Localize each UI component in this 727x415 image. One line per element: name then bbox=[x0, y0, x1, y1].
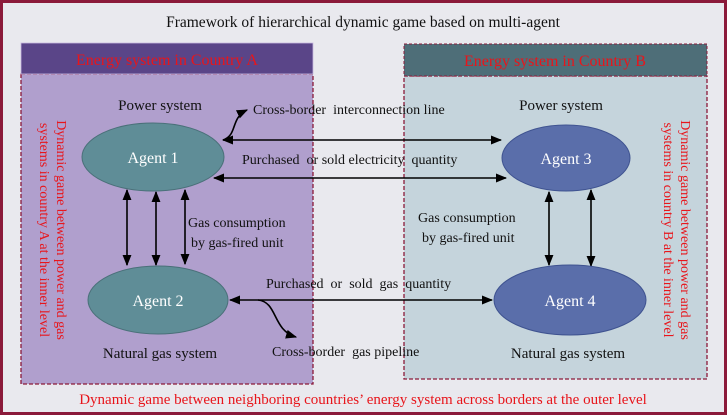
pipeline-label: Cross-border gas pipeline bbox=[272, 345, 419, 360]
country-a-header bbox=[20, 42, 314, 75]
country-b-header-text: Energy system in Country B bbox=[464, 53, 646, 70]
country-a-header-text: Energy system in Country A bbox=[76, 52, 258, 69]
agent-1-node: Agent 1 bbox=[81, 122, 225, 192]
agent-2-node: Agent 2 bbox=[87, 265, 229, 335]
agent-1-label: Agent 1 bbox=[127, 150, 178, 167]
agent-3-node: Agent 3 bbox=[501, 124, 631, 192]
interconnection-curve-arrow bbox=[222, 109, 249, 141]
country-b-gas-label: Natural gas system bbox=[511, 346, 625, 362]
country-b-side-label-1: Dynamic game between power and gas bbox=[677, 120, 692, 340]
agent-4-node: Agent 4 bbox=[493, 264, 647, 336]
country-b-gas-consumption-2: by gas-fired unit bbox=[422, 231, 515, 246]
gas-quantity-label: Purchased or sold gas quantity bbox=[266, 277, 451, 292]
country-a-gas-label: Natural gas system bbox=[103, 346, 217, 362]
country-b-power-label: Power system bbox=[519, 98, 603, 114]
diagram-title: Framework of hierarchical dynamic game b… bbox=[166, 14, 561, 31]
agent-3-label: Agent 3 bbox=[540, 151, 591, 168]
interconnection-label: Cross-border interconnection line bbox=[253, 103, 445, 118]
country-a-gas-consumption-2: by gas-fired unit bbox=[191, 236, 284, 251]
agent-2-label: Agent 2 bbox=[132, 293, 183, 310]
country-a-power-label: Power system bbox=[118, 98, 202, 114]
agent-4-label: Agent 4 bbox=[544, 293, 595, 310]
pipeline-curve-arrow bbox=[257, 299, 298, 339]
electricity-quantity-label: Purchased or sold electricity quantity bbox=[242, 153, 457, 168]
country-a-gas-consumption-1: Gas consumption bbox=[188, 216, 286, 231]
country-b-gas-consumption-1: Gas consumption bbox=[418, 211, 516, 226]
country-a-side-label-2: systems in country A at the inner level bbox=[36, 123, 51, 337]
country-b-header bbox=[403, 43, 708, 77]
country-b-side-label-2: systems in country B at the inner level bbox=[660, 122, 675, 337]
country-a-side-label-1: Dynamic game between power and gas bbox=[53, 120, 68, 340]
outer-level-caption: Dynamic game between neighboring countri… bbox=[79, 392, 647, 408]
